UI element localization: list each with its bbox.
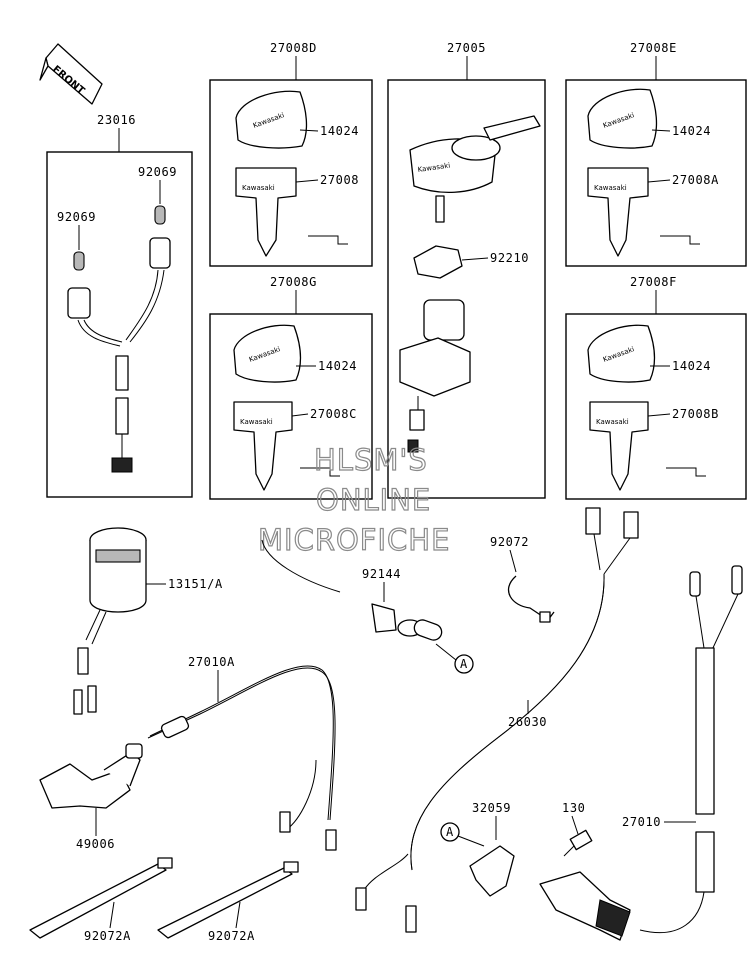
cable-tie-92072A-1: 92072A [29,857,173,943]
callout-92144: 92144 [362,567,401,581]
callout-27008E: 27008E [630,41,677,55]
callout-92072: 92072 [490,535,529,549]
key-set-27008D: Kawasaki 14024 Kawasaki 27008 [235,90,359,257]
clamp-92072: 92072 [490,535,555,623]
bracket-icon [469,845,515,897]
key-set-27008G: Kawasaki 14024 Kawasaki 27008C [233,324,357,491]
callout-27008B: 27008B [672,407,719,421]
ref-circle-a [454,654,474,674]
nut-icon [413,245,463,279]
callout-27008G: 27008G [270,275,317,289]
socket-icon [149,237,171,269]
callout-92072A-1: 92072A [84,929,131,943]
key-cap-icon [233,324,302,383]
callout-26030: 26030 [508,715,547,729]
callout-27008: 27008 [320,173,359,187]
callout-14024-f: 14024 [672,359,711,373]
ref-circle-a [440,822,460,842]
spare-key-icon [483,115,541,141]
harness-26030: 26030 [355,507,639,933]
key-set-27008E: Kawasaki 14024 Kawasaki 27008A [587,88,719,257]
harness-27010: 27010 [622,565,743,934]
key-blank-icon [587,167,649,257]
callout-92072A-2: 92072A [208,929,255,943]
key-cap-icon [587,324,656,383]
callout-49006: 49006 [76,837,115,851]
box-23016 [46,151,193,498]
svg-text:A: A [446,825,454,839]
callout-27008F: 27008F [630,275,677,289]
callout-23016: 23016 [97,113,136,127]
key-set-27008F: Kawasaki 14024 Kawasaki 27008B [587,324,719,491]
callout-27010A: 27010A [188,655,235,669]
key-blank-icon [589,401,649,491]
svg-text:ONLINE: ONLINE [316,483,431,517]
callout-14024-e: 14024 [672,124,711,138]
callout-92069-b: 92069 [57,210,96,224]
callout-92069-a: 92069 [138,165,177,179]
svg-text:MICROFICHE: MICROFICHE [258,523,450,557]
box-27008G [209,313,373,500]
grommet-92144: 92144 A [261,539,474,674]
wiring-lead-23016: 92069 92069 [57,165,177,473]
svg-text:A: A [460,657,468,671]
callout-92210: 92210 [490,251,529,265]
svg-text:Kawasaki: Kawasaki [240,418,273,426]
bulb-icon [154,205,166,225]
callout-130: 130 [562,801,585,815]
svg-text:Kawasaki: Kawasaki [596,418,629,426]
svg-text:HLSM'S: HLSM'S [314,443,428,477]
callout-27005: 27005 [447,41,486,55]
callout-27010: 27010 [622,815,661,829]
front-arrow-icon: FRONT [39,43,103,105]
key-cap-icon [587,88,658,149]
key-blank-icon [235,167,297,257]
callout-14024-d: 14024 [320,124,359,138]
cable-tie-92072A-2: 92072A [157,861,299,943]
connector-icon [111,457,133,473]
svg-text:Kawasaki: Kawasaki [594,184,627,192]
callout-27008C: 27008C [310,407,357,421]
ignition-switch-27005: Kawasaki 92210 [399,115,541,453]
sensor-49006: 49006 [39,743,143,851]
harness-27010A: 27010A [147,655,337,851]
switch-assembly-32059: A 32059 130 [440,801,631,941]
indicator-13151A: 13151/A [73,527,223,715]
box-27008D [209,79,373,267]
svg-text:Kawasaki: Kawasaki [242,184,275,192]
callout-32059: 32059 [472,801,511,815]
callout-13151A: 13151/A [168,577,223,591]
callout-27008A: 27008A [672,173,719,187]
switch-body-icon [399,337,471,397]
bulb-icon [73,251,85,271]
key-blank-icon [233,401,293,491]
watermark: HLSM'S ONLINE MICROFICHE [257,442,450,557]
callout-27008D: 27008D [270,41,317,55]
socket-icon [67,287,91,319]
key-cap-icon [235,90,308,149]
callout-14024-g: 14024 [318,359,357,373]
